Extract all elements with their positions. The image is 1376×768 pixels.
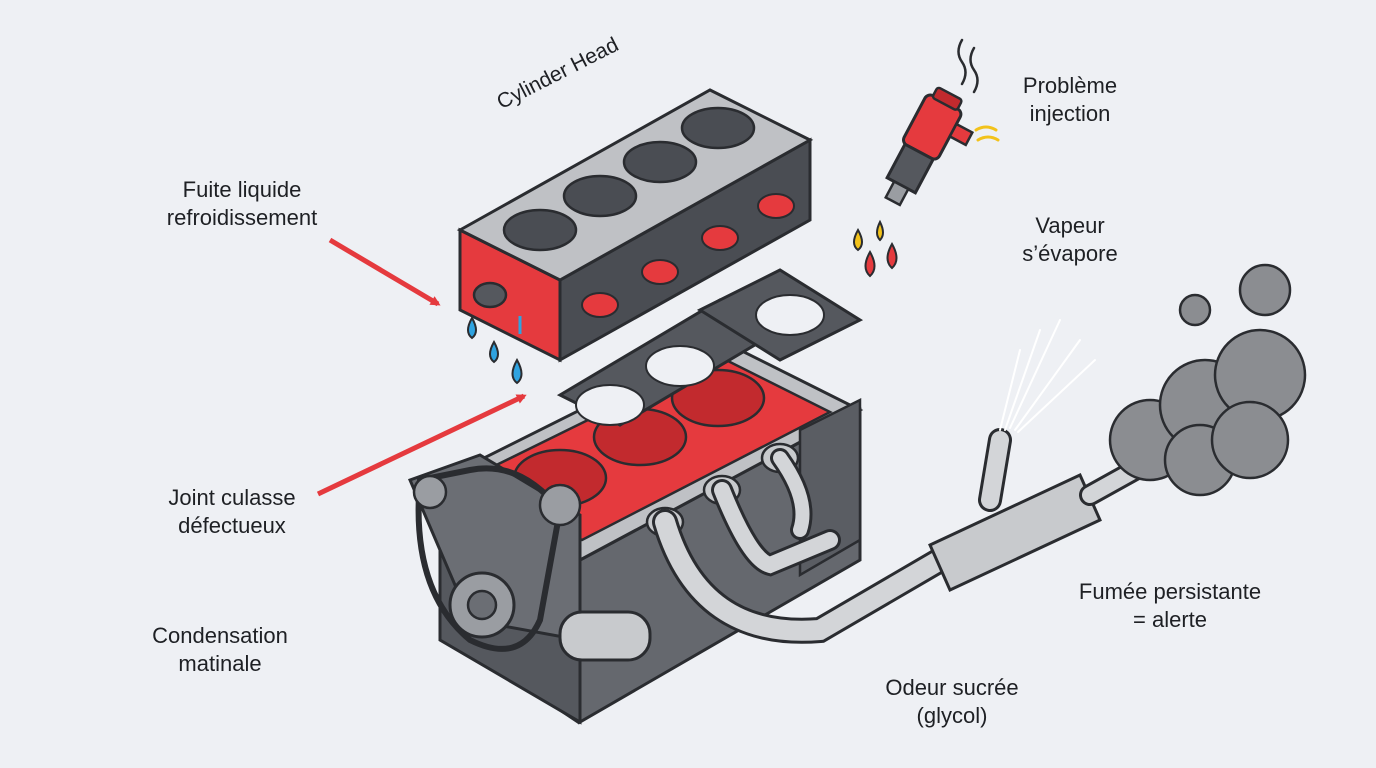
exhaust-pipe-1-inner [655,512,950,641]
muffler [928,472,1102,593]
vapor-label: Vapeur s’évapore [1022,213,1118,266]
injector-connector [948,122,975,147]
head-port-1 [581,292,619,318]
vapor-spray [999,319,1096,433]
exhaust-system [652,428,1146,644]
crank-pulley-hub [466,589,498,621]
alternator-pulley [538,483,582,527]
breather-pipe-inner [981,431,1009,509]
coolant-leak-label: Fuite liquide refroidissement [166,177,318,230]
fuel-drips [853,219,898,278]
injector-tip [884,179,910,207]
coolant-drips [467,315,523,385]
head-port-4 [757,193,795,219]
smoke-label: Fumée persistante = alerte [1078,579,1262,632]
head-port-3 [701,225,739,251]
smoke-cloud [1108,263,1307,497]
head-gasket-label: Joint culasse défectueux [168,485,296,538]
idler-pulley [412,474,448,510]
head-chamber-1 [502,208,578,252]
injection-label: Problème injection [1022,73,1118,126]
fuel-injector [884,86,975,207]
arrow-head-gasket [316,393,527,497]
head-port-2 [641,259,679,285]
smell-label: Odeur sucrée (glycol) [885,675,1019,728]
injector-cap [931,86,963,111]
cylinder-head [456,88,814,363]
head-chamber-3 [622,140,698,184]
head-gasket-upper [696,268,864,362]
exhaust-pipe-2-inner [714,482,838,574]
drive-belt [415,465,564,652]
head-chamber-4 [680,106,756,150]
injector-wisps [957,38,979,94]
coolant-outlet [472,281,508,309]
fuel-squiggles [974,125,1000,142]
condensation-label: Condensation matinale [152,623,288,676]
pulley-assembly [407,453,652,662]
lower-cylinder [558,610,652,662]
head-chamber-2 [562,174,638,218]
exhaust-pipe-3-inner [773,451,810,537]
arrow-coolant-leak [328,237,441,307]
